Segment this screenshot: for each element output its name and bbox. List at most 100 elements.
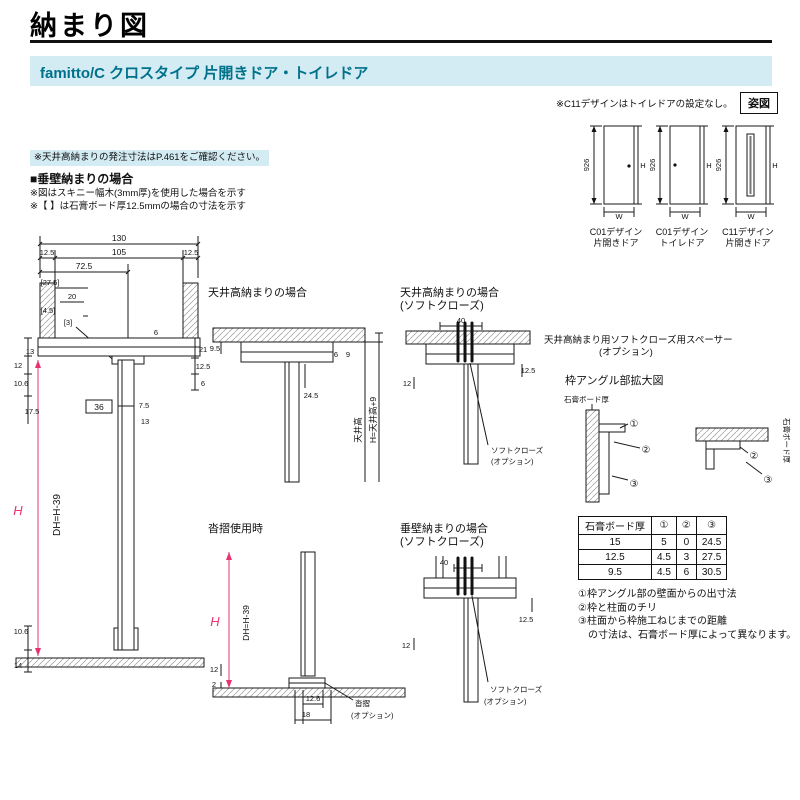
option-label-line1: ソフトクローズ bbox=[490, 684, 543, 694]
dim-label: 24.5 bbox=[304, 391, 319, 400]
dim-label: 2 bbox=[212, 680, 216, 689]
ceiling-soft-title-line2: (ソフトクローズ) bbox=[400, 300, 484, 312]
cell: 30.5 bbox=[695, 564, 728, 580]
dim-label: 12 bbox=[402, 641, 410, 650]
ceiling-section-drawing: 9.5 6 9 24.5 天井高 H=天井高+9 bbox=[210, 327, 383, 483]
wall-soft-geometry bbox=[413, 556, 533, 703]
table-row: 12.5 4.5 3 27.5 bbox=[578, 549, 728, 565]
door-caption: C01デザイン 片開きドア bbox=[584, 227, 648, 249]
door-caption-line2: 片開きドア bbox=[725, 238, 771, 248]
door-c11-single-drawing: 926 H W bbox=[714, 125, 778, 221]
threshold-geometry bbox=[212, 551, 406, 724]
dim-label: 7.5 bbox=[139, 401, 149, 410]
dim-label: H bbox=[706, 161, 711, 170]
dim-label: W bbox=[747, 212, 755, 221]
ceiling-height-label: 天井高 bbox=[353, 417, 363, 443]
frame-angle-geometry bbox=[585, 404, 769, 503]
cell: 5 bbox=[651, 534, 677, 550]
door-caption-line1: C01デザイン bbox=[655, 227, 709, 237]
dim-label: 10.6 bbox=[14, 627, 29, 636]
board-thickness-label-right: 石膏ボード厚 bbox=[782, 418, 792, 463]
cell: 12.5 bbox=[578, 549, 652, 565]
page-title: 納まり図 bbox=[30, 11, 150, 41]
cell: 3 bbox=[675, 549, 697, 565]
dim-label: 12.5 bbox=[521, 366, 536, 375]
ceiling-soft-labels: 40 12 12.5 ソフトクローズ (オプション) bbox=[403, 316, 544, 466]
col-header: ② bbox=[675, 516, 697, 535]
title-rule bbox=[30, 40, 772, 43]
dim-label: 105 bbox=[112, 247, 126, 257]
col-header: ③ bbox=[695, 516, 728, 535]
spacer-note-line2: (オプション) bbox=[599, 347, 653, 358]
height-dim-label: H bbox=[13, 503, 23, 518]
dim-label: 10.6 bbox=[14, 379, 29, 388]
ceiling-section-geometry bbox=[212, 327, 383, 483]
spacer-note: 天井高納まり用ソフトクローズ用スペーサー (オプション) bbox=[544, 335, 733, 359]
dim-label: 6 bbox=[201, 379, 205, 388]
dim-label: 40 bbox=[440, 558, 448, 567]
dim-label: 6 bbox=[334, 350, 338, 359]
spacer-note-line1: 天井高納まり用ソフトクローズ用スペーサー bbox=[544, 335, 733, 346]
board-note: ※【 】は石膏ボード厚12.5mmの場合の寸法を示す bbox=[30, 201, 246, 212]
circled-1: ① bbox=[630, 419, 639, 430]
dim-label: 12 bbox=[14, 361, 22, 370]
dim-label: 926 bbox=[582, 159, 591, 172]
table-header-row: 石膏ボード厚 ① ② ③ bbox=[578, 516, 728, 535]
dim-label: 21 bbox=[199, 345, 207, 354]
height-dimension bbox=[35, 360, 41, 656]
dim-label: 130 bbox=[112, 233, 126, 243]
option-label-line2: (オプション) bbox=[484, 697, 527, 706]
dim-label: 12.6 bbox=[306, 694, 321, 703]
circled-3: ③ bbox=[764, 475, 773, 486]
threshold-labels: H DH=H-39 12 2 12.6 18 沓摺 (オプション) bbox=[210, 605, 394, 720]
frame-angle-detail-drawing: 石膏ボード厚 ① ② ③ ② ③ 石膏ボード厚 bbox=[564, 394, 792, 503]
dim-label: 12 bbox=[403, 379, 411, 388]
board-thickness-table: 石膏ボード厚 ① ② ③ 15 5 0 24.5 12.5 4.5 3 27.5… bbox=[578, 516, 728, 580]
ceiling-section-labels: 9.5 6 9 24.5 天井高 H=天井高+9 bbox=[210, 344, 378, 443]
cell: 0 bbox=[675, 534, 697, 550]
wall-soft-title-line2: (ソフトクローズ) bbox=[400, 536, 484, 548]
dim-label: 18 bbox=[302, 710, 310, 719]
elevation-view-label: 姿図 bbox=[740, 92, 778, 114]
threshold-drawing: H DH=H-39 12 2 12.6 18 沓摺 (オプション) bbox=[210, 551, 406, 724]
dim-label: 926 bbox=[714, 159, 723, 172]
dim-label: 17.5 bbox=[25, 407, 40, 416]
section-heading: ■垂壁納まりの場合 bbox=[30, 172, 134, 186]
threshold-section-title: 沓摺使用時 bbox=[208, 523, 263, 535]
main-section-drawing: 130 12.5 105 12.5 72.5 [27.5] 20 [4.5] [… bbox=[13, 233, 211, 673]
option-label-line1: ソフトクローズ bbox=[491, 445, 544, 455]
dim-label: 20 bbox=[68, 292, 76, 301]
door-elevation-c11-single: 926 H W C11デザイン 片開きドア bbox=[714, 112, 780, 249]
height-dim-label: H bbox=[210, 614, 220, 629]
dim-label: W bbox=[615, 212, 623, 221]
dim-label: 12.5 bbox=[40, 248, 55, 257]
ceiling-soft-title: 天井高納まりの場合 (ソフトクローズ) bbox=[400, 287, 499, 313]
wall-soft-labels: 40 12 12.5 ソフトクローズ (オプション) bbox=[402, 558, 543, 706]
dim-label: [3] bbox=[64, 318, 72, 327]
footnote-1: ①枠アングル部の壁面からの出寸法 bbox=[578, 589, 737, 600]
table-footnotes: ①枠アングル部の壁面からの出寸法 ②枠と柱面のチリ ③柱面から枠施工ねじまでの距… bbox=[578, 588, 796, 642]
door-c01-single-drawing: 926 H W bbox=[582, 125, 646, 221]
dim-label: 14 bbox=[14, 661, 22, 670]
door-height-label: DH=H-39 bbox=[241, 605, 251, 641]
product-subtitle-bar: famitto/C クロスタイプ 片開きドア・トイレドア bbox=[30, 56, 772, 86]
footnote-3: ③柱面から枠施工ねじまでの距離 bbox=[578, 616, 727, 627]
cell: 27.5 bbox=[695, 549, 728, 565]
cell: 9.5 bbox=[578, 564, 652, 580]
door-caption-line1: C11デザイン bbox=[722, 227, 774, 237]
circled-3: ③ bbox=[630, 479, 639, 490]
cell: 24.5 bbox=[695, 534, 728, 550]
soft-close-pins bbox=[456, 321, 474, 363]
option-label-line1: 沓摺 bbox=[355, 698, 370, 708]
frame-angle-detail-title: 枠アングル部拡大図 bbox=[565, 375, 664, 387]
door-elevation-c01-single: 926 H W C01デザイン 片開きドア bbox=[582, 112, 648, 249]
cell: 6 bbox=[675, 564, 697, 580]
cell: 15 bbox=[578, 534, 652, 550]
table-row: 15 5 0 24.5 bbox=[578, 534, 728, 550]
dim-label: 13 bbox=[26, 347, 34, 356]
dim-label: [27.5] bbox=[41, 278, 60, 287]
dim-label: 72.5 bbox=[76, 261, 93, 271]
dim-label: 13 bbox=[141, 417, 149, 426]
dim-label: 12.5 bbox=[196, 362, 211, 371]
